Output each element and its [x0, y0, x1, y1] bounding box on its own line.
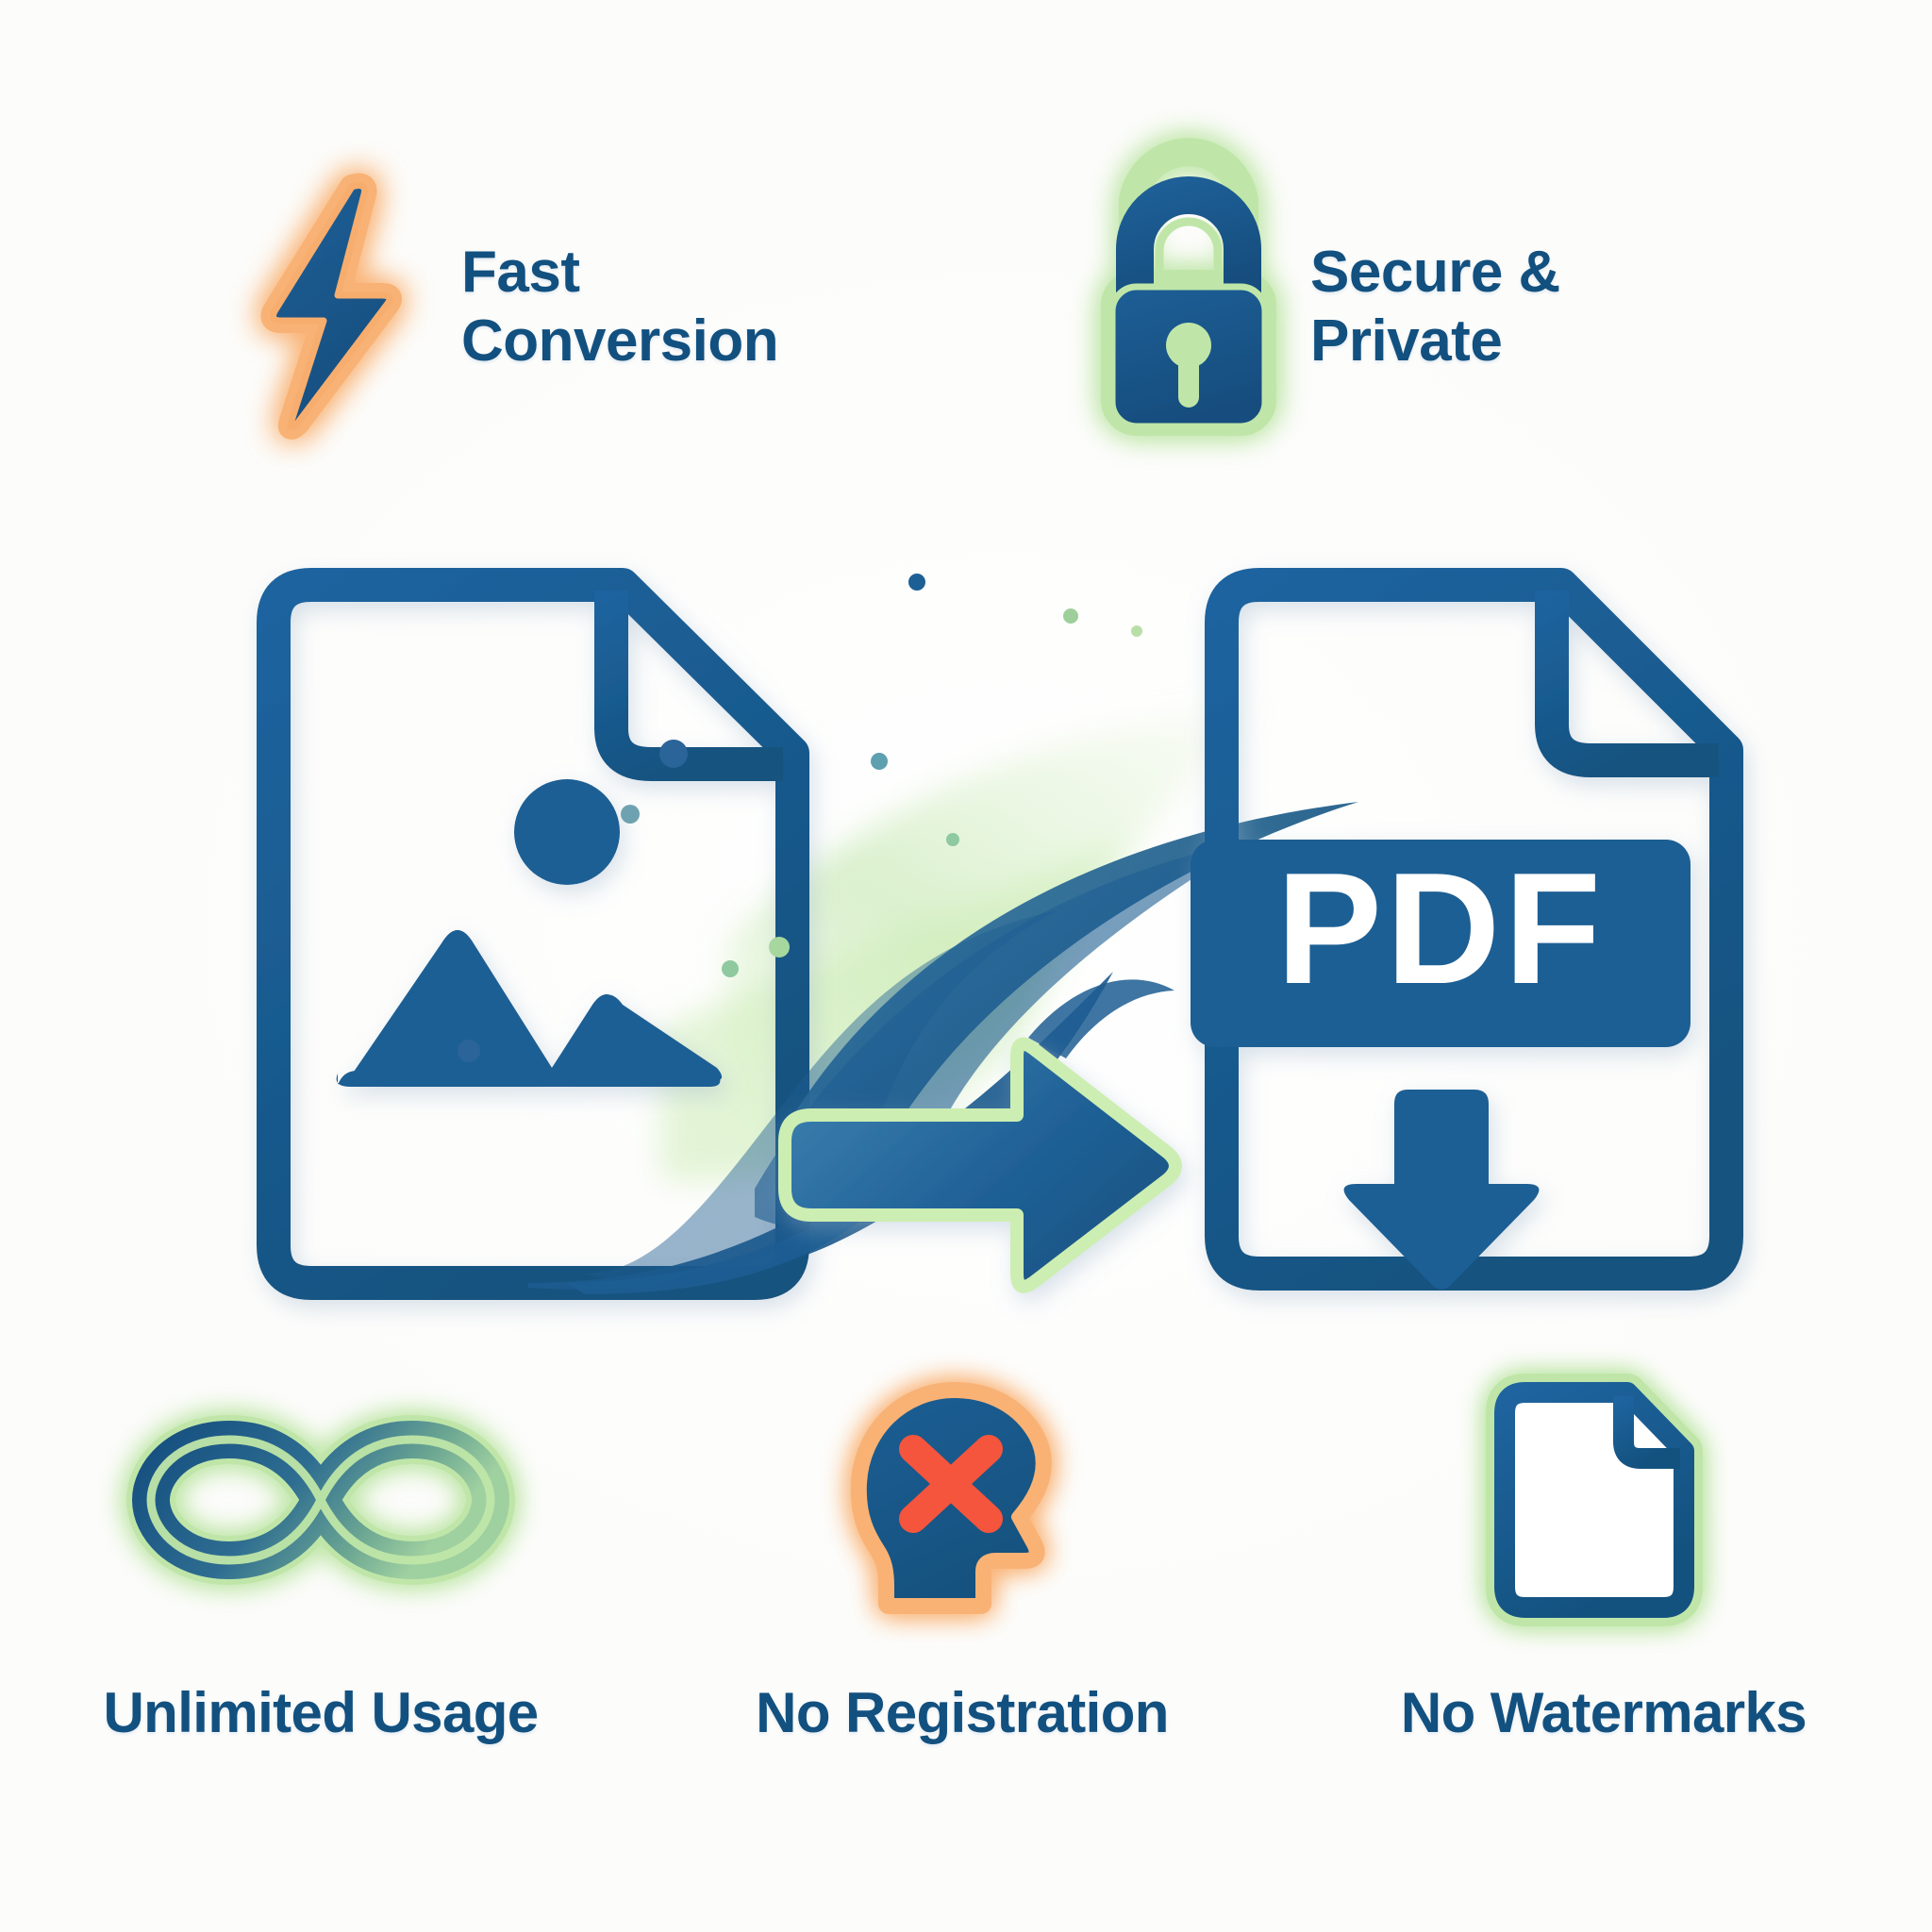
head-no-registration-icon	[660, 1373, 1264, 1627]
conversion-illustration: PDF	[0, 528, 1932, 1300]
decorative-dot	[769, 937, 790, 958]
infinity-icon	[19, 1373, 623, 1627]
image-file-icon	[257, 568, 809, 1300]
x-mark-icon	[899, 1435, 1003, 1533]
feature-fast-conversion-label: Fast Conversion	[461, 239, 779, 374]
decorative-dot	[621, 805, 640, 824]
feature-fast-conversion[interactable]: Fast Conversion	[241, 173, 779, 440]
decorative-dot	[1131, 625, 1142, 637]
decorative-dot	[722, 960, 739, 977]
top-feature-row: Fast Conversion	[0, 138, 1932, 443]
pdf-badge-label: PDF	[1276, 840, 1605, 1017]
blank-document-icon	[1302, 1373, 1906, 1627]
decorative-dot	[458, 1040, 480, 1062]
feature-no-registration-label: No Registration	[756, 1681, 1169, 1744]
bottom-feature-row: Unlimited Usage	[0, 1373, 1932, 1863]
arrow-swoosh-icon	[528, 802, 1358, 1294]
decorative-dots	[458, 574, 1142, 1062]
decorative-dot	[908, 574, 925, 591]
pdf-file-icon: PDF	[1191, 568, 1743, 1291]
lightning-bolt-icon	[241, 173, 429, 440]
feature-no-watermarks-label: No Watermarks	[1400, 1681, 1807, 1744]
decorative-dot	[659, 740, 688, 768]
feature-unlimited-usage-label: Unlimited Usage	[103, 1681, 539, 1744]
padlock-icon	[1090, 138, 1278, 436]
decorative-dot	[946, 833, 959, 846]
feature-no-registration[interactable]: No Registration	[660, 1373, 1264, 1745]
download-arrow-icon	[1343, 1090, 1540, 1290]
feature-unlimited-usage[interactable]: Unlimited Usage	[19, 1373, 623, 1745]
decorative-dot	[871, 753, 888, 770]
feature-secure-private-label: Secure & Private	[1310, 239, 1560, 374]
feature-no-watermarks[interactable]: No Watermarks	[1302, 1373, 1906, 1745]
feature-secure-private[interactable]: Secure & Private	[1090, 138, 1560, 436]
decorative-dot	[1063, 608, 1078, 624]
